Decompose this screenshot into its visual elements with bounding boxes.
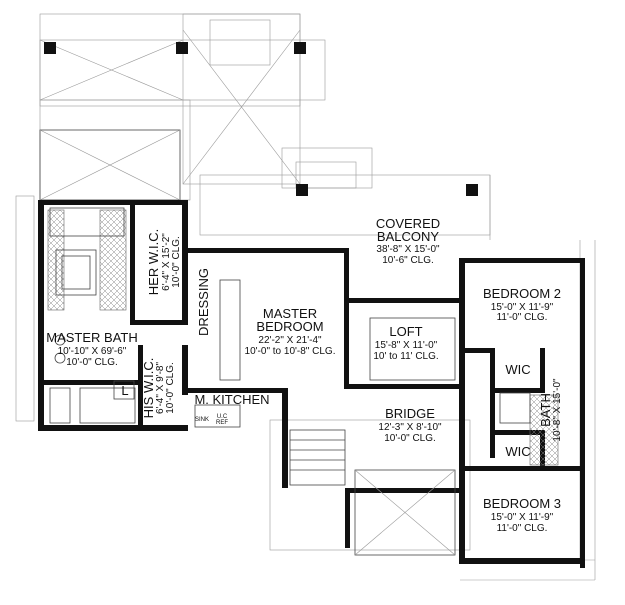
covered-balcony-name-2: BALCONY: [377, 229, 439, 244]
bath-size: 10'-8" X 15'-0": [552, 378, 563, 442]
covered-balcony-name-1: COVERED: [376, 216, 440, 231]
fixtures: [49, 207, 531, 556]
his-wic-name: HIS W.I.C.: [141, 358, 156, 419]
m-kitchen-name: M. KITCHEN: [194, 392, 269, 407]
loft-label: LOFT 15'-8" X 11'-0" 10' to 11' CLG.: [373, 324, 438, 362]
wic-lower-label: WIC: [505, 444, 530, 459]
master-bath-name: MASTER BATH: [46, 330, 138, 345]
master-bath-label: MASTER BATH 10'-10" X 69'-6" 10'-0" CLG.: [46, 330, 138, 368]
m-kitchen-uc: U.C: [217, 414, 228, 420]
covered-balcony-clg: 10'-6" CLG.: [382, 255, 434, 266]
his-wic-size: 6'-4" X 9'-8": [155, 362, 166, 415]
bridge-size: 12'-3" X 8'-10": [378, 422, 442, 433]
master-bedroom-size: 22'-2" X 21'-4": [258, 335, 322, 346]
master-bedroom-name-2: BEDROOM: [256, 319, 323, 334]
his-wic-clg: 10'-0" CLG.: [165, 362, 176, 414]
bedroom2-label: BEDROOM 2 15'-0" X 11'-9" 11'-0" CLG.: [483, 286, 561, 323]
her-wic-label: HER W.I.C. 6'-4" X 15'-2" 10'-0" CLG.: [146, 229, 182, 295]
loft-size: 15'-8" X 11'-0": [375, 340, 438, 351]
his-wic-label: HIS W.I.C. 6'-4" X 9'-8" 10'-0" CLG.: [141, 358, 176, 419]
wic-upper-name: WIC: [505, 362, 530, 377]
loft-clg: 10' to 11' CLG.: [373, 351, 438, 362]
bedroom3-size: 15'-0" X 11'-9": [491, 512, 554, 523]
columns: [44, 42, 478, 196]
master-bedroom-label: MASTER BEDROOM 22'-2" X 21'-4" 10'-0" to…: [245, 306, 336, 357]
bath-label: BATH 10'-8" X 15'-0": [538, 378, 563, 442]
bedroom3-clg: 11'-0" CLG.: [497, 523, 548, 534]
master-bath-clg: 10'-0" CLG.: [66, 357, 118, 368]
her-wic-name: HER W.I.C.: [146, 229, 161, 295]
covered-balcony-size: 38'-8" X 15'-0": [376, 244, 440, 255]
bath-name: BATH: [538, 393, 553, 427]
m-kitchen-label: M. KITCHEN SINK U.C REF: [194, 392, 269, 426]
bedroom2-clg: 11'-0" CLG.: [497, 312, 548, 323]
bedroom3-label: BEDROOM 3 15'-0" X 11'-9" 11'-0" CLG.: [483, 496, 561, 534]
covered-balcony-label: COVERED BALCONY 38'-8" X 15'-0" 10'-6" C…: [376, 216, 440, 266]
m-kitchen-ref: REF: [216, 420, 228, 426]
hatched-areas: [47, 209, 559, 466]
dressing-name: DRESSING: [196, 268, 211, 336]
bedroom2-size: 15'-0" X 11'-9": [491, 302, 554, 313]
walls: [38, 200, 585, 568]
m-kitchen-sink: SINK: [195, 417, 209, 423]
master-bath-size: 10'-10" X 69'-6": [58, 346, 127, 357]
bridge-label: BRIDGE 12'-3" X 8'-10" 10'-0" CLG.: [378, 406, 442, 444]
bedroom2-name: BEDROOM 2: [483, 286, 561, 301]
dressing-label: DRESSING: [196, 268, 211, 336]
l-closet-label: L: [121, 383, 128, 398]
master-bedroom-name-1: MASTER: [263, 306, 317, 321]
wic-upper-label: WIC: [505, 362, 530, 377]
wic-lower-name: WIC: [505, 444, 530, 459]
master-bedroom-clg: 10'-0" to 10'-8" CLG.: [245, 346, 336, 357]
her-wic-size: 6'-4" X 15'-2": [161, 233, 172, 291]
bedroom3-name: BEDROOM 3: [483, 496, 561, 511]
bridge-clg: 10'-0" CLG.: [384, 433, 436, 444]
bridge-name: BRIDGE: [385, 406, 435, 421]
loft-name: LOFT: [389, 324, 422, 339]
her-wic-clg: 10'-0" CLG.: [171, 236, 182, 288]
